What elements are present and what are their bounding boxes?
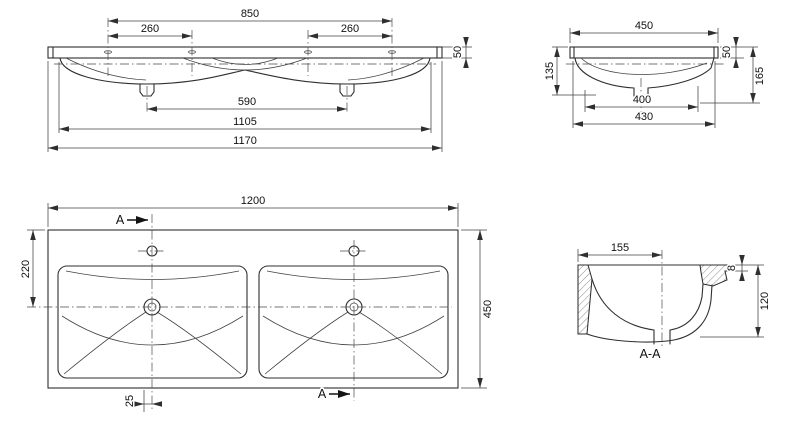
- dimension-120: 120: [700, 265, 773, 338]
- dim-50-front-label: 50: [452, 46, 464, 58]
- dim-260-right-label: 260: [341, 23, 359, 35]
- front-sink-outline: [47, 46, 443, 97]
- dimension-220: 220: [19, 229, 45, 307]
- dim-25-label: 25: [124, 395, 136, 407]
- section-profile: [577, 250, 733, 348]
- section-marker-top: A: [114, 212, 148, 229]
- front-right-drain: [339, 83, 355, 97]
- dimension-450-plan: 450: [461, 229, 496, 389]
- dim-1200-label: 1200: [241, 195, 265, 207]
- right-basin: [258, 265, 449, 379]
- plan-sink-outline: [47, 229, 459, 389]
- dimension-590: 590: [147, 95, 347, 112]
- section-marker-bottom-label: A: [318, 387, 327, 401]
- dim-450-side-label: 450: [635, 20, 653, 32]
- front-left-drain: [139, 83, 155, 97]
- dim-850-label: 850: [241, 8, 259, 20]
- dimension-1200: 1200: [47, 194, 459, 227]
- dimension-50-front: 50: [442, 37, 472, 68]
- dimension-1170: 1170: [47, 61, 443, 152]
- section-marker-top-label: A: [116, 213, 125, 227]
- side-sink-outline: [569, 46, 719, 101]
- dim-1105-label: 1105: [233, 116, 257, 128]
- section-marker-bottom: A: [316, 386, 350, 403]
- dim-220-label: 220: [20, 260, 32, 278]
- dim-8-label: 8: [726, 265, 738, 271]
- dim-1170-label: 1170: [233, 135, 257, 147]
- side-view: 450 135 50 165 400: [543, 19, 768, 128]
- front-view: 850 260 260 50 590 1105: [47, 7, 472, 152]
- section-title: A-A: [640, 347, 662, 361]
- dim-430-label: 430: [635, 111, 653, 123]
- dim-135-label: 135: [544, 62, 556, 80]
- section-right-wall: [699, 264, 733, 287]
- dim-165-label: 165: [754, 67, 766, 85]
- section-view: 155 8 120 A-A: [577, 241, 773, 363]
- dimension-1105: 1105: [58, 62, 432, 133]
- dimension-450-side: 450: [569, 19, 719, 43]
- left-basin: [57, 265, 248, 379]
- dimension-430: 430: [572, 61, 716, 128]
- dimension-25: 25: [123, 390, 162, 412]
- dimension-260-left: 260: [108, 22, 192, 39]
- dim-155-label: 155: [611, 242, 629, 254]
- dim-260-left-label: 260: [141, 23, 159, 35]
- dimension-165: 165: [700, 47, 768, 104]
- dim-590-label: 590: [238, 96, 256, 108]
- dimension-400: 400: [584, 86, 699, 112]
- dimension-135: 135: [543, 46, 596, 96]
- dim-450-plan-label: 450: [482, 300, 494, 318]
- section-left-wall: [577, 264, 593, 335]
- dimension-50-side: 50: [720, 37, 758, 68]
- dimension-155: 155: [577, 241, 662, 262]
- plan-view: A A 1200 220 450 25: [19, 194, 496, 412]
- dimension-850: 850: [108, 7, 392, 24]
- dimension-260-right: 260: [308, 22, 392, 39]
- dim-120-label: 120: [759, 292, 771, 310]
- dim-400-label: 400: [633, 94, 651, 106]
- dim-50-side-label: 50: [721, 46, 733, 58]
- side-centerlines: [566, 63, 724, 112]
- plan-centerlines: [27, 214, 452, 410]
